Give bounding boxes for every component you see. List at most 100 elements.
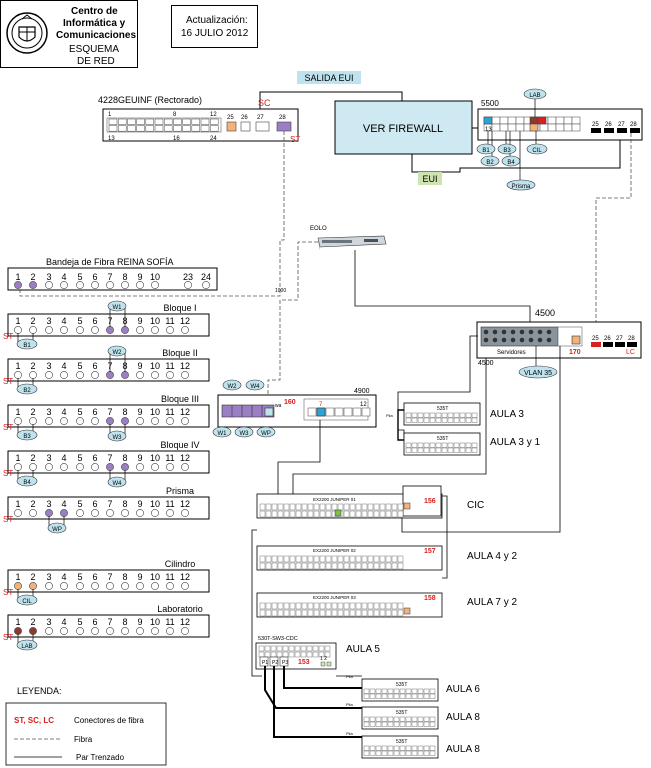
port <box>471 442 478 448</box>
port <box>307 555 314 563</box>
port <box>270 645 277 652</box>
port <box>429 721 436 727</box>
port <box>271 555 278 563</box>
tag-b2-5500 <box>480 155 500 167</box>
bandeja-port-label: 1 <box>15 272 20 282</box>
panel-port-label: 9 <box>137 316 142 326</box>
panel-port <box>181 582 189 590</box>
block-tag-label: LAB <box>21 644 32 650</box>
port <box>515 116 525 125</box>
port <box>367 555 374 563</box>
port <box>411 417 418 423</box>
port <box>265 609 272 617</box>
port <box>324 651 331 658</box>
schema-line-2: DE RED <box>77 56 115 67</box>
port <box>391 503 398 511</box>
port <box>571 116 581 125</box>
sw4228-port-28: 28 <box>279 115 286 121</box>
eui-label: EUI <box>422 174 437 184</box>
panel-port-label: 2 <box>30 361 35 371</box>
port <box>363 716 370 722</box>
port <box>200 125 210 132</box>
port <box>399 688 406 694</box>
panel-port-label: 10 <box>150 407 160 417</box>
block-tag-label: B3 <box>23 434 31 440</box>
port <box>271 503 278 511</box>
port <box>312 651 319 658</box>
panel-port <box>151 463 159 471</box>
panel-port <box>136 509 144 517</box>
port <box>429 745 436 751</box>
port <box>319 602 326 610</box>
port <box>369 750 376 756</box>
sw4500-port-28: 28 <box>628 336 635 342</box>
port <box>258 651 265 658</box>
port <box>289 510 296 518</box>
port <box>423 447 430 453</box>
port <box>313 510 320 518</box>
panel-port-label: 3 <box>46 499 51 509</box>
port <box>447 417 454 423</box>
port <box>447 442 454 448</box>
bandeja-port-label: 9 <box>137 272 142 282</box>
port <box>295 503 302 511</box>
port <box>375 688 382 694</box>
panel-port-label: 3 <box>46 407 51 417</box>
port <box>283 562 290 570</box>
port <box>307 503 314 511</box>
st-label: ST <box>3 469 13 478</box>
port <box>324 645 331 652</box>
sw4228-port-16: 16 <box>173 136 180 142</box>
port <box>355 510 362 518</box>
panel-port <box>91 326 99 334</box>
panel-port-label: 10 <box>150 361 160 371</box>
port <box>417 447 424 453</box>
tag-b3-5500-label: B3 <box>503 148 511 154</box>
sw4228-port25-sc <box>226 121 237 132</box>
cic-label: CIC <box>467 500 484 511</box>
panel-port <box>121 463 129 471</box>
port <box>510 337 516 343</box>
port <box>331 602 338 610</box>
port <box>387 745 394 751</box>
vlan35-tag <box>518 365 558 379</box>
port <box>289 555 296 563</box>
panel-port <box>91 371 99 379</box>
port <box>337 555 344 563</box>
port <box>375 721 382 727</box>
port <box>563 116 573 125</box>
aula-ports <box>363 412 478 756</box>
port <box>405 745 412 751</box>
port <box>435 417 442 423</box>
panel-port <box>45 627 53 635</box>
panel-port <box>91 509 99 517</box>
panel-port <box>29 463 37 471</box>
bandeja-port-label: 8 <box>122 272 127 282</box>
port <box>325 555 332 563</box>
panel-port-label: 11 <box>165 361 174 371</box>
legend-title: LEYENDA: <box>17 686 62 696</box>
port <box>337 602 344 610</box>
panel-port <box>106 582 114 590</box>
ex03-label: EX2200 JUNIPER 03 <box>313 595 356 600</box>
building-panels: Bloque I123456789101112STB1W1Bloque II12… <box>3 300 210 651</box>
panel-port <box>76 371 84 379</box>
port <box>163 125 173 132</box>
port <box>528 337 534 343</box>
panel-port-label: 9 <box>137 361 142 371</box>
port <box>397 555 404 563</box>
st-label: ST <box>3 377 13 386</box>
port <box>539 123 549 132</box>
port <box>453 442 460 448</box>
p2-label: P2 <box>272 660 278 666</box>
port <box>385 555 392 563</box>
block-title: Bloque II <box>162 348 198 358</box>
port <box>411 447 418 453</box>
port <box>417 693 424 699</box>
port <box>429 447 436 453</box>
port <box>423 688 430 694</box>
port <box>405 750 412 756</box>
port <box>363 693 370 699</box>
port <box>393 716 400 722</box>
port <box>369 716 376 722</box>
